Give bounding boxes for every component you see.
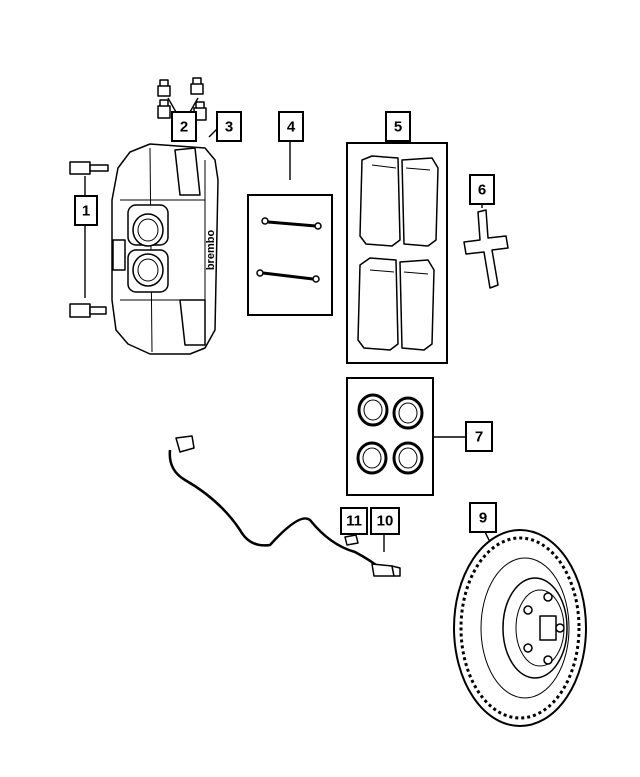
callout-2: 2 (171, 111, 197, 142)
callout-4: 4 (278, 111, 304, 142)
callout-label: 11 (346, 513, 362, 530)
caliper-bolts (69, 161, 109, 318)
callout-7: 7 (465, 421, 493, 452)
callout-1: 1 (74, 195, 98, 226)
callout-label: 10 (377, 513, 394, 530)
pad-retaining-pins (247, 140, 333, 316)
callout-label: 6 (478, 182, 486, 199)
callout-label: 4 (287, 119, 296, 136)
caliper-brand-text: brembo (205, 230, 217, 271)
callout-label: 2 (180, 119, 188, 136)
brake-rotor (453, 529, 587, 727)
callout-6: 6 (469, 174, 495, 205)
callout-label: 1 (82, 203, 90, 220)
bleeder-screws (157, 77, 207, 121)
callout-label: 3 (225, 119, 233, 136)
callout-11: 11 (340, 507, 368, 535)
callout-3: 3 (216, 111, 242, 142)
piston-seal-kit (346, 377, 466, 496)
callout-10: 10 (370, 507, 400, 535)
callout-9: 9 (469, 502, 497, 533)
anti-rattle-clip (463, 200, 509, 289)
brake-caliper: brembo (111, 125, 221, 355)
callout-label: 7 (475, 429, 483, 446)
brake-pads-kit (346, 140, 448, 364)
callout-label: 5 (394, 119, 402, 136)
callout-label: 9 (479, 510, 487, 527)
pad-wear-sensor (168, 435, 401, 577)
callout-5: 5 (385, 111, 411, 142)
